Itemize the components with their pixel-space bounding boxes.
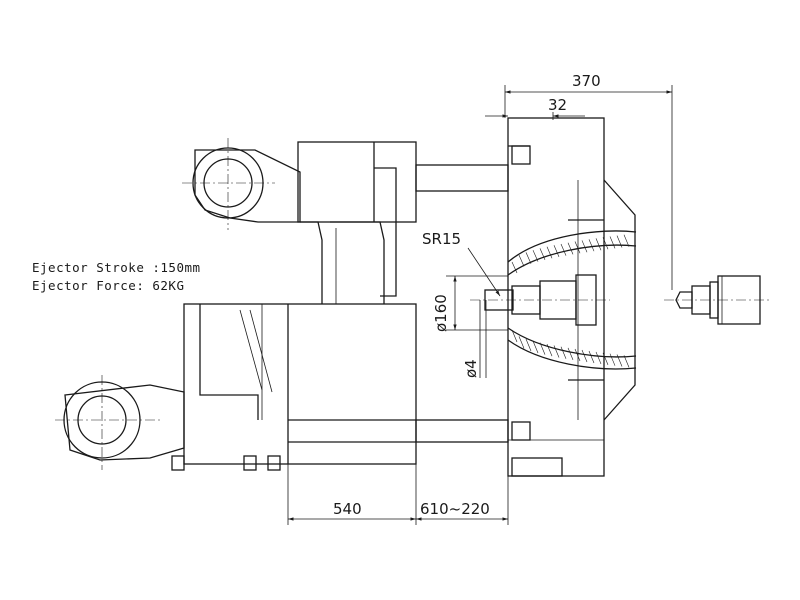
note-ejector-stroke: Ejector Stroke :150mm: [32, 260, 201, 275]
upper-link-block: [297, 141, 417, 304]
hatch-line: [581, 349, 588, 363]
hatch-line: [574, 348, 581, 362]
dimension-d4: ø4: [462, 300, 487, 378]
hatch-line: [546, 246, 553, 259]
dim-label-32: 32: [548, 96, 567, 114]
hatch-line: [532, 340, 539, 354]
dim-label-d4: ø4: [462, 359, 480, 378]
hatch-line: [595, 238, 602, 251]
hatch-line: [539, 248, 546, 260]
hatch-line: [581, 240, 588, 253]
hatch-line: [560, 346, 567, 359]
hatch-line: [602, 352, 609, 365]
hatch-line: [616, 354, 623, 367]
dimension-610-220: 610~220: [416, 476, 509, 525]
dim-label-540: 540: [333, 500, 362, 518]
dimension-32: 32: [485, 96, 585, 120]
hatch-line: [616, 235, 623, 248]
hatch-line: [609, 236, 616, 249]
hatch-line: [623, 355, 630, 368]
dimension-540: 540: [287, 304, 417, 525]
dim-label-610-220: 610~220: [420, 500, 490, 518]
hatch-line: [539, 342, 546, 355]
upper-toggle-arm: [182, 138, 301, 230]
hatch-line: [560, 243, 567, 256]
sprue-bushing: [470, 230, 637, 370]
hatch-line: [525, 252, 532, 264]
dimension-sr15: SR15: [422, 230, 501, 297]
hatch-line: [567, 242, 574, 255]
lower-toggle-arm: [55, 375, 185, 470]
hatch-line: [553, 245, 560, 258]
hatch-line: [595, 351, 602, 365]
hatch-line: [623, 234, 630, 247]
dim-label-370: 370: [572, 72, 601, 90]
dim-label-d160: ø160: [432, 294, 450, 332]
dim-label-sr15: SR15: [422, 230, 461, 248]
fixed-platen: [507, 117, 636, 477]
hatch-line: [525, 338, 532, 352]
hatch-line: [518, 255, 525, 267]
hatch-line: [553, 345, 560, 358]
hatch-line: [588, 350, 595, 364]
hatch-line: [546, 344, 553, 357]
hatch-line: [588, 239, 595, 252]
dimension-d160: ø160: [432, 275, 508, 332]
dimension-370: 370: [504, 72, 673, 290]
ejector-notes: Ejector Stroke :150mm Ejector Force: 62K…: [32, 260, 201, 293]
note-ejector-force: Ejector Force: 62KG: [32, 278, 185, 293]
hatch-line: [609, 353, 616, 366]
hatch-line: [518, 336, 525, 349]
hatch-line: [532, 250, 539, 262]
hatch-line: [574, 241, 581, 254]
lower-clamp-body: [171, 303, 417, 471]
tie-bars: [415, 164, 509, 443]
hatch-line: [511, 261, 518, 274]
ejector-cylinder: [664, 275, 770, 325]
hatch-line: [602, 237, 609, 250]
hatch-line: [511, 329, 518, 343]
hatch-line: [567, 347, 574, 361]
